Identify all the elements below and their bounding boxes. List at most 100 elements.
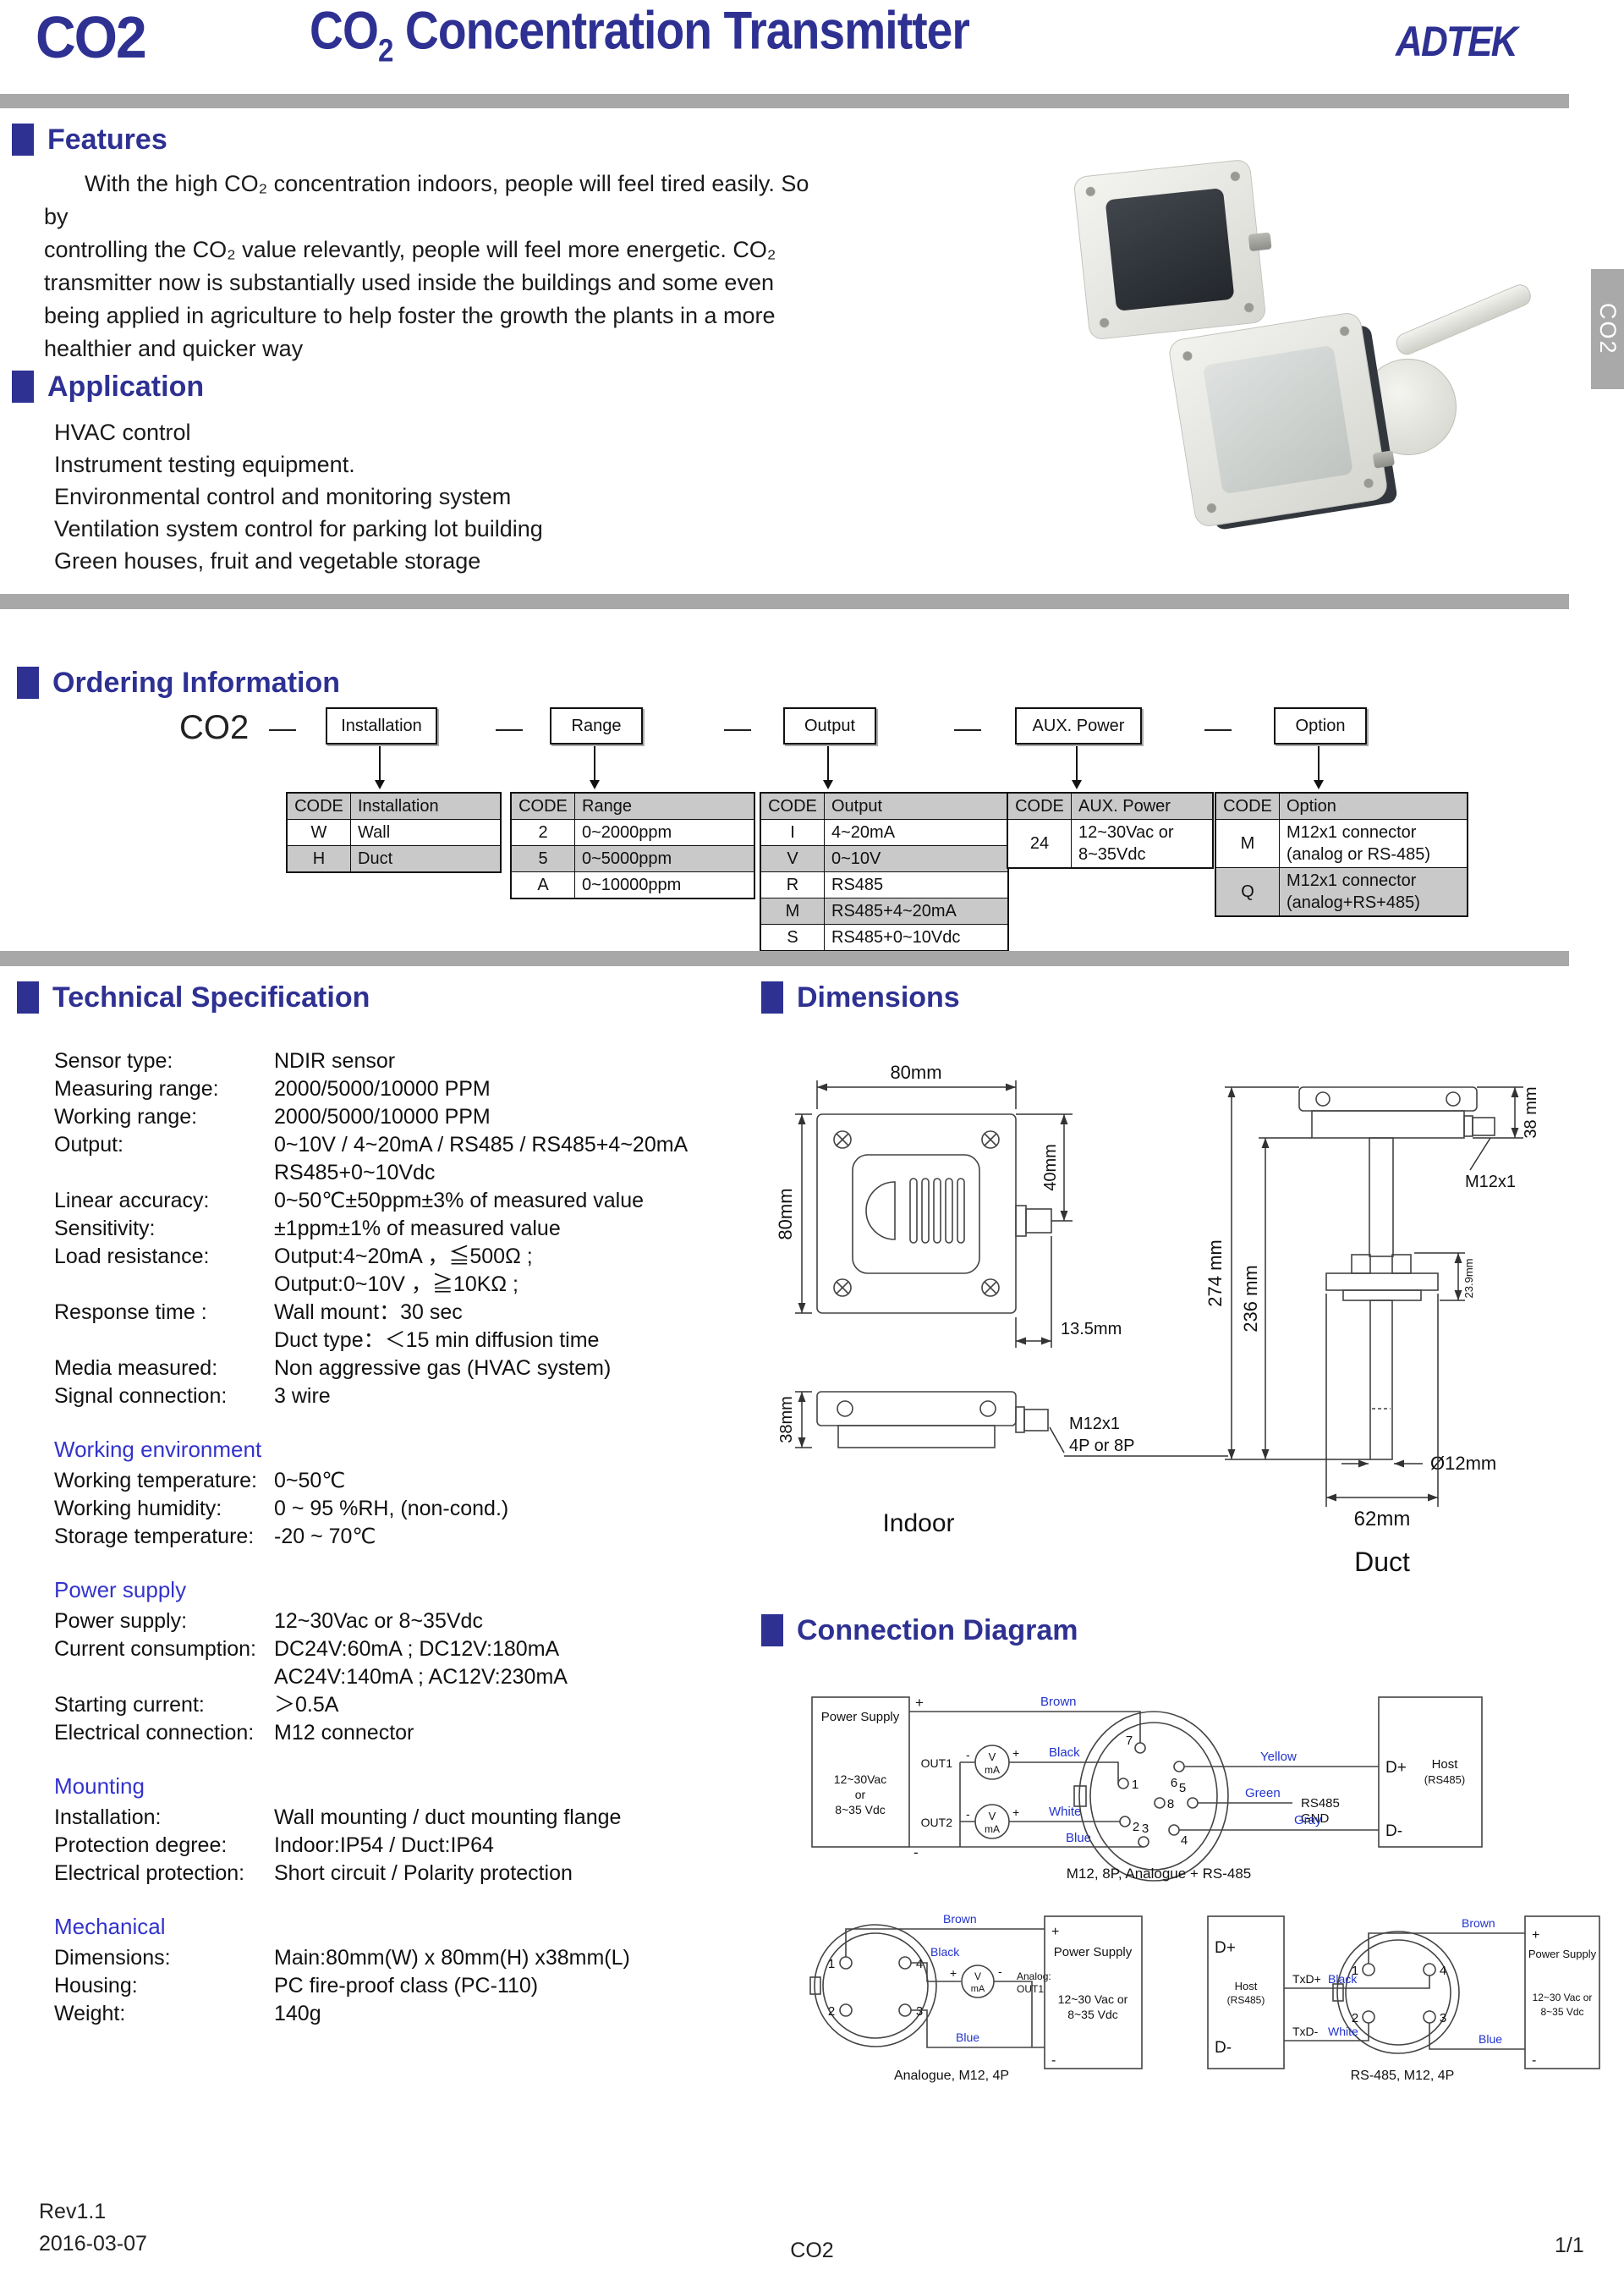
section-square-icon	[12, 371, 34, 403]
spec-row-label: Output:	[54, 1133, 123, 1157]
spec-row-label: Electrical protection:	[54, 1861, 245, 1885]
analog-out-label: Analog:	[1017, 1970, 1051, 1982]
meter-v: V	[989, 1810, 996, 1822]
table-header: CODE	[1215, 792, 1280, 820]
spec-row-value: 0 ~ 95 %RH, (non-cond.)	[274, 1497, 509, 1520]
wire-label-blue: Blue	[956, 2030, 979, 2044]
spec-row: Weight:140g	[54, 2000, 765, 2028]
ordering-field-aux-power: AUX. Power	[1015, 707, 1142, 745]
application-item: Instrument testing equipment.	[54, 452, 355, 477]
host-sublabel: (RS485)	[1227, 1994, 1265, 2006]
ordering-field-output: Output	[783, 707, 876, 745]
spec-row: Electrical protection:Short circuit / Po…	[54, 1860, 765, 1888]
host-d-minus: D-	[1385, 1822, 1402, 1840]
sensor-grille-icon	[865, 1178, 965, 1244]
wire-label-white: White	[1049, 1805, 1081, 1819]
host-label: Host	[1235, 1980, 1258, 1992]
screw-icon	[833, 1130, 1000, 1297]
section-square-icon	[761, 1614, 783, 1646]
features-line: being applied in agriculture to help fos…	[44, 303, 776, 328]
spec-row: Dimensions:Main:80mm(W) x 80mm(H) x38mm(…	[54, 1944, 765, 1972]
m12-8p-connector-face	[1078, 1711, 1229, 1882]
spec-row-label: Working temperature:	[54, 1469, 257, 1492]
footer-doc-code: CO2	[790, 2239, 834, 2262]
table-cell-code: 24	[1007, 819, 1072, 869]
wire-label-brown: Brown	[1040, 1695, 1077, 1709]
host-d-plus: D+	[1215, 1939, 1236, 1957]
indoor-side-view: 38mm M12x1 4P or 8P Indoor	[777, 1391, 1228, 1537]
duct-caption: Duct	[1354, 1547, 1410, 1577]
spec-heading: Technical Specification	[17, 981, 370, 1014]
spec-row: Housing:PC fire-proof class (PC-110)	[54, 1972, 765, 2000]
power-supply-or: or	[855, 1788, 866, 1801]
spec-row-value: PC fire-proof class (PC-110)	[274, 1974, 539, 1998]
features-line: controlling the CO₂ value relevantly, pe…	[44, 237, 776, 262]
spec-row-value: 12~30Vac or 8~35Vdc	[274, 1609, 483, 1633]
diagram-caption-analog: Analogue, M12, 4P	[894, 2069, 1009, 2083]
brand-logo: ADTEK	[1396, 18, 1518, 65]
connector-label-m12x1: M12x1	[1069, 1415, 1120, 1433]
table-cell-code: H	[286, 845, 351, 873]
power-supply-box	[1524, 1915, 1600, 2069]
spec-row-label: Working humidity:	[54, 1497, 222, 1520]
table-cell-code: Q	[1215, 867, 1280, 917]
table-cell-value: Duct	[350, 845, 502, 873]
dim-label-274mm: 274 mm	[1204, 1239, 1226, 1306]
spec-section-rows: Installation:Wall mounting / duct mounti…	[54, 1804, 765, 1888]
pin-2: 2	[828, 2004, 835, 2019]
analog-out-label2: OUT1	[1017, 1983, 1044, 1995]
host-d-plus: D+	[1385, 1759, 1407, 1777]
spec-row-label: Weight:	[54, 2002, 126, 2025]
meter-minus: -	[966, 1807, 970, 1821]
spec-row-label: Load resistance:	[54, 1245, 210, 1268]
connection-heading-label: Connection Diagram	[797, 1614, 1078, 1646]
dim-label-13-5mm: 13.5mm	[1061, 1320, 1122, 1338]
meter-plus: +	[1012, 1805, 1019, 1819]
out2-label: OUT2	[921, 1816, 953, 1829]
indoor-caption: Indoor	[882, 1509, 954, 1537]
connector-label-pins: 4P or 8P	[1069, 1437, 1134, 1455]
table-header: CODE	[510, 792, 575, 820]
spec-row: Current consumption:DC24V:60mA ; DC12V:1…	[54, 1635, 765, 1691]
spec-subheading-power-supply: Power supply	[54, 1577, 187, 1602]
connection-diagram-rs485-4p: D+ Host (RS485) D- 1 4 2 3 Brown TxD+ Bl…	[1207, 1915, 1600, 2083]
meter-v: V	[974, 1970, 981, 1982]
footer-date: 2016-03-07	[39, 2232, 147, 2256]
meter-ma: mA	[985, 1764, 1000, 1776]
page-title-subscript: 2	[377, 31, 393, 69]
host-d-minus: D-	[1215, 2039, 1232, 2057]
ordering-field-option: Option	[1274, 707, 1367, 745]
features-line: With the high CO₂ concentration indoors,…	[44, 171, 809, 229]
arrow-down-icon	[590, 746, 600, 789]
minus-sign: -	[1051, 2053, 1056, 2068]
table-cell-code: A	[510, 871, 575, 899]
spec-row-label: Installation:	[54, 1805, 162, 1829]
power-supply-voltage: 12~30 Vac or	[1058, 1992, 1128, 2006]
spec-row-value: ±1ppm±1% of measured value	[274, 1217, 561, 1240]
wire-label-brown: Brown	[943, 1912, 977, 1926]
rs485-gnd-label2: GND	[1301, 1811, 1330, 1826]
spec-row-label: Response time :	[54, 1300, 207, 1324]
power-supply-voltage2: 8~35 Vdc	[1067, 2008, 1118, 2021]
footer-page-number: 1/1	[1555, 2234, 1584, 2257]
arrow-down-icon	[1072, 746, 1082, 789]
table-header: Range	[574, 792, 755, 820]
ordering-separator: —	[269, 712, 296, 743]
side-tab-co2: CO2	[1591, 269, 1624, 389]
spec-row-label: Protection degree:	[54, 1833, 228, 1857]
section-square-icon	[17, 667, 39, 699]
spec-row-label: Media measured:	[54, 1356, 218, 1380]
table-cell-value: Wall	[350, 819, 502, 846]
power-supply-voltage: 12~30Vac	[834, 1772, 886, 1786]
table-cell-code: M	[1215, 819, 1280, 868]
